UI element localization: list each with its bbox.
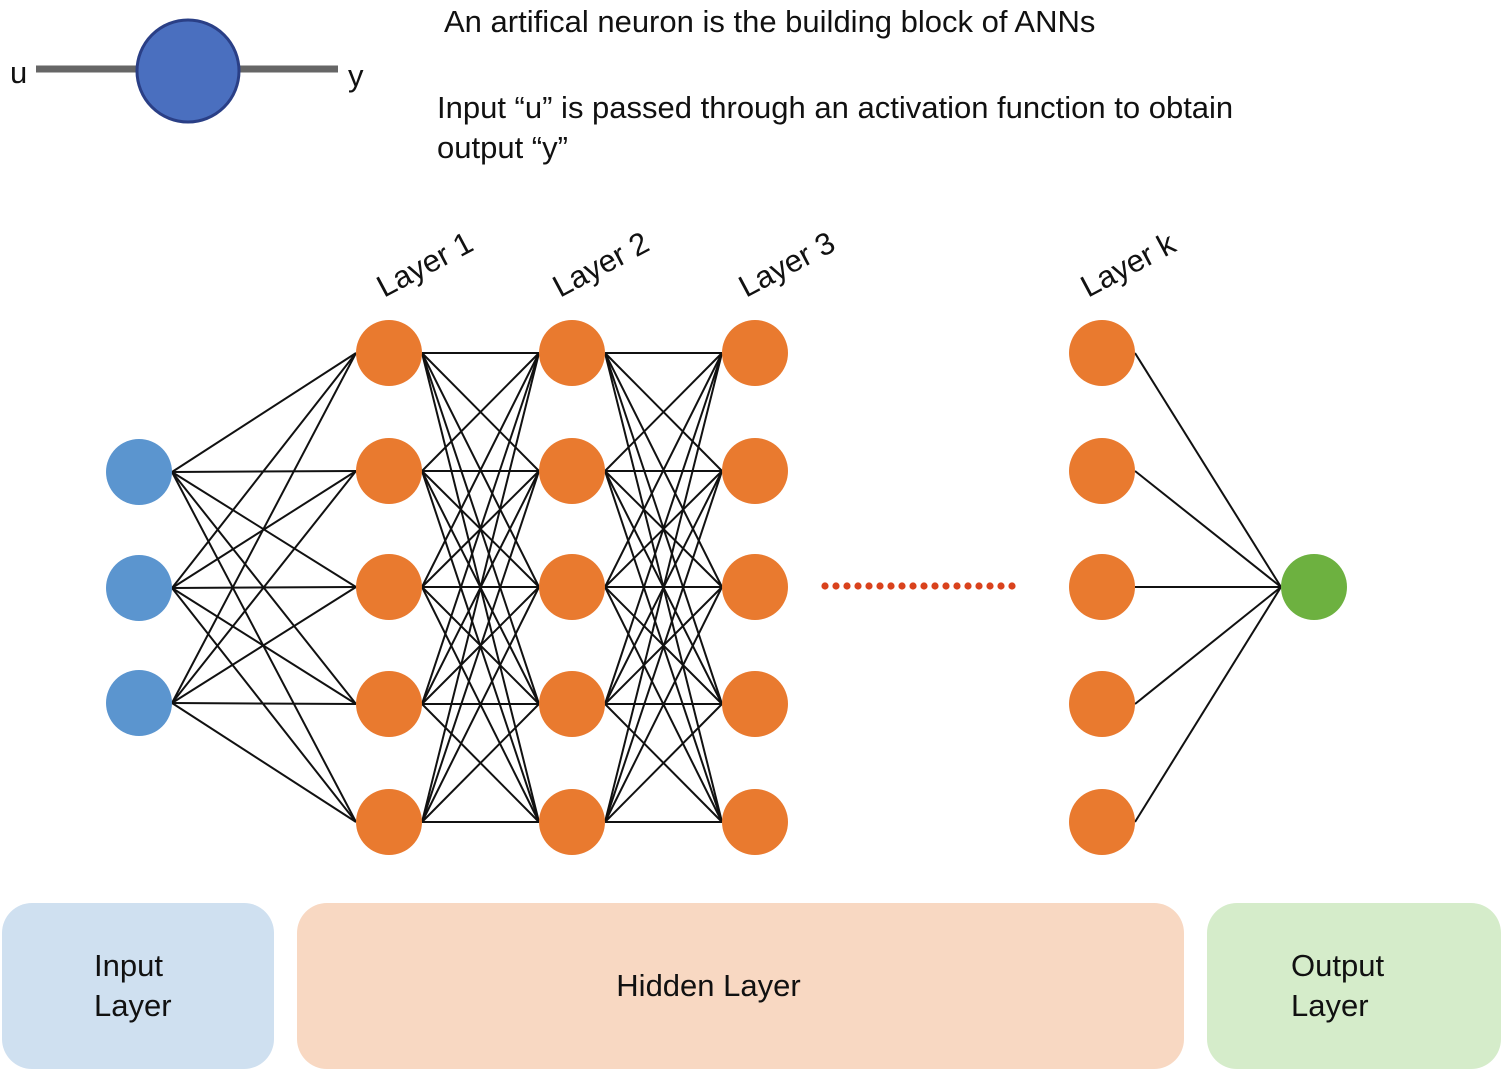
layer-2-node: [539, 671, 605, 737]
connection-edge: [171, 702, 357, 705]
ellipsis-dot: [821, 582, 829, 590]
connection-edge: [171, 587, 357, 823]
connection-edge: [171, 352, 357, 704]
layer-1-node: [356, 554, 422, 620]
ellipsis-dot: [832, 582, 840, 590]
output-layer-label: Output Layer: [1291, 948, 1385, 1023]
output-node: [1281, 554, 1347, 620]
layer-3-node: [722, 554, 788, 620]
network-nodes: [106, 320, 1347, 855]
layer-k-label: Layer k: [1075, 225, 1182, 304]
layer-k-node: [1069, 438, 1135, 504]
layer-2-node: [539, 438, 605, 504]
layer-3-node: [722, 789, 788, 855]
input-layer-label: Input Layer: [94, 948, 172, 1023]
artificial-neuron-illustration: u y: [10, 18, 364, 124]
connection-edge: [421, 352, 540, 705]
ellipsis-dot: [865, 582, 873, 590]
connection-edge: [604, 352, 723, 823]
ellipsis-dot: [887, 582, 895, 590]
layer-ellipsis-dots: [821, 582, 1016, 590]
connection-edge: [1134, 586, 1282, 705]
connection-edge: [421, 352, 540, 588]
connection-edge: [171, 352, 357, 473]
hidden-layer-region: Hidden Layer: [297, 903, 1184, 1069]
input-node: [106, 439, 172, 505]
ellipsis-dot: [931, 582, 939, 590]
connection-edge: [421, 352, 540, 823]
ellipsis-dot: [920, 582, 928, 590]
connection-edge: [604, 703, 723, 823]
connection-edge: [171, 470, 357, 704]
connection-edge: [604, 470, 723, 823]
layer-k-node: [1069, 789, 1135, 855]
connection-edge: [1134, 586, 1282, 823]
layer-2-node: [539, 554, 605, 620]
neuron-output-label: y: [348, 58, 364, 93]
connection-edge: [421, 470, 540, 823]
layer-labels: Layer 1 Layer 2 Layer 3 Layer k: [371, 225, 1182, 304]
ellipsis-dot: [909, 582, 917, 590]
layer-k-node: [1069, 320, 1135, 386]
layer-3-label: Layer 3: [733, 225, 841, 304]
connection-edge: [604, 352, 723, 588]
ellipsis-dot: [843, 582, 851, 590]
layer-2-node: [539, 789, 605, 855]
ellipsis-dot: [975, 582, 983, 590]
ellipsis-dot: [997, 582, 1005, 590]
layer-1-node: [356, 438, 422, 504]
connection-edge: [171, 352, 357, 589]
output-layer-region: Output Layer: [1207, 903, 1501, 1069]
layer-1-node: [356, 671, 422, 737]
connection-edge: [421, 703, 540, 823]
ellipsis-dot: [964, 582, 972, 590]
connection-edge: [421, 586, 540, 823]
connection-edge: [604, 352, 723, 705]
layer-3-node: [722, 320, 788, 386]
connection-edge: [604, 586, 723, 823]
ellipsis-dot: [876, 582, 884, 590]
ellipsis-dot: [986, 582, 994, 590]
network-connections: [171, 352, 1282, 823]
layer-k-node: [1069, 554, 1135, 620]
layer-k-node: [1069, 671, 1135, 737]
input-node: [106, 670, 172, 736]
layer-1-node: [356, 789, 422, 855]
input-layer-region: Input Layer: [2, 903, 274, 1069]
ellipsis-dot: [953, 582, 961, 590]
layer-1-node: [356, 320, 422, 386]
ellipsis-dot: [898, 582, 906, 590]
neuron-input-label: u: [10, 55, 27, 90]
layer-3-node: [722, 438, 788, 504]
caption-neuron-building-block: An artifical neuron is the building bloc…: [444, 4, 1096, 39]
connection-edge: [171, 586, 357, 704]
ellipsis-dot: [942, 582, 950, 590]
ellipsis-dot: [854, 582, 862, 590]
ellipsis-dot: [1008, 582, 1016, 590]
layer-3-node: [722, 671, 788, 737]
layer-2-label: Layer 2: [547, 225, 655, 304]
connection-edge: [1134, 470, 1282, 588]
neuron-circle: [135, 18, 241, 124]
caption-activation-function: Input “u” is passed through an activatio…: [437, 90, 1234, 165]
connection-edge: [421, 352, 540, 472]
connection-edge: [171, 702, 357, 823]
hidden-layer-label: Hidden Layer: [616, 968, 801, 1003]
input-node: [106, 555, 172, 621]
layer-2-node: [539, 320, 605, 386]
connection-edge: [1134, 352, 1282, 588]
layer-1-label: Layer 1: [371, 225, 479, 304]
connection-edge: [604, 352, 723, 472]
